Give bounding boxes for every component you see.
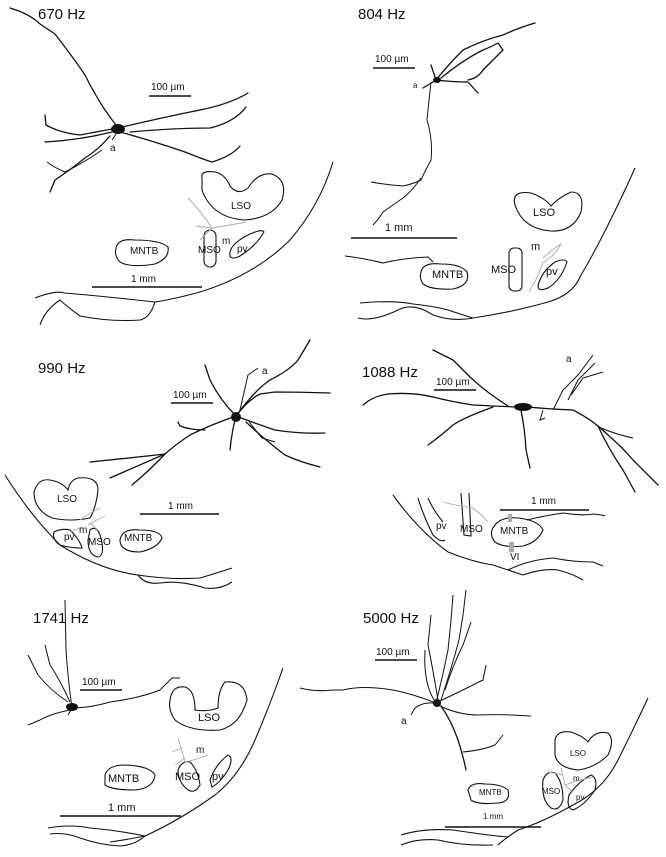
lso-label: LSO	[198, 712, 221, 724]
mntb-label: MNTB	[479, 788, 502, 797]
mso-label: MSO	[198, 245, 221, 256]
axon-label: a	[413, 81, 418, 90]
scale-bar-100um-label: 100 µm	[173, 390, 207, 401]
frequency-label: 1088 Hz	[362, 364, 418, 381]
panel-1741hz: 1741 Hz 100 µm LSO m MSO pv MNTB 1 mm	[0, 590, 334, 857]
lso-label: LSO	[57, 494, 78, 505]
frequency-label: 5000 Hz	[363, 610, 419, 627]
m-label: m	[196, 745, 205, 756]
panel-1088hz: 1088 Hz a 100 µm 1 mm pv MSO MNTB VI	[333, 330, 666, 590]
pv-label: pv	[576, 793, 585, 802]
mntb-label: MNTB	[500, 526, 529, 537]
scale-bar-100um-label: 100 µm	[375, 54, 409, 65]
mso-label: MSO	[88, 537, 111, 548]
pv-label: pv	[436, 521, 447, 532]
axon-label: a	[566, 354, 572, 365]
scale-bar-1mm-label: 1 mm	[483, 812, 503, 821]
scale-bar-1mm-label: 1 mm	[531, 496, 556, 507]
axon-label: a	[110, 143, 116, 154]
m-label: m	[573, 774, 580, 783]
pv-label: pv	[546, 266, 558, 278]
mntb-label: MNTB	[130, 246, 159, 257]
pv-label: pv	[212, 771, 224, 783]
mntb-label: MNTB	[108, 773, 140, 785]
frequency-label: 670 Hz	[38, 6, 86, 23]
m-label: m	[79, 525, 88, 536]
frequency-label: 804 Hz	[358, 6, 406, 23]
neuron-drawing-804hz	[344, 22, 636, 321]
mso-label: MSO	[491, 264, 517, 276]
neuron-drawing-5000hz	[333, 589, 649, 846]
frequency-label: 990 Hz	[38, 360, 86, 377]
mso-label: MSO	[175, 771, 201, 783]
scale-bar-1mm-label: 1 mm	[385, 222, 413, 234]
scale-bar-1mm-label: 1 mm	[108, 802, 136, 814]
neuron-drawing-670hz	[9, 7, 334, 326]
neuron-drawing-1088hz	[362, 349, 659, 581]
scale-bar-100um-label: 100 µm	[436, 377, 470, 388]
lso-label: LSO	[570, 749, 587, 758]
scale-bar-100um-label: 100 µm	[82, 677, 116, 688]
scale-bar-100um-label: 100 µm	[151, 82, 185, 93]
mso-label: MSO	[542, 787, 561, 796]
lso-label: LSO	[231, 201, 252, 212]
axon-label: a	[262, 366, 268, 377]
frequency-label: 1741 Hz	[33, 610, 89, 627]
lso-label: LSO	[533, 207, 556, 219]
mso-label: MSO	[460, 524, 483, 535]
scale-bar-100um-label: 100 µm	[376, 647, 410, 658]
m-label: m	[222, 236, 231, 247]
scale-bar-1mm-label: 1 mm	[131, 274, 156, 285]
neuron-drawing-990hz	[4, 339, 331, 589]
panel-990hz: 990 Hz a 100 µm LSO 1 mm m pv MSO MNTB	[0, 330, 333, 590]
vl-label: VI	[510, 552, 520, 563]
mntb-label: MNTB	[432, 269, 464, 281]
panel-804hz: 804 Hz 100 µm a 1 mm LSO m MSO pv MNTB	[333, 0, 666, 330]
scale-bar-1mm-label: 1 mm	[168, 501, 193, 512]
pv-label: pv	[64, 532, 75, 543]
mntb-label: MNTB	[124, 533, 153, 544]
neuron-drawing-1741hz	[27, 599, 334, 847]
panel-670hz: 670 Hz 100 µm a LSO m MSO pv MNTB 1 mm	[0, 0, 334, 330]
panel-5000hz: 5000 Hz 100 µm a LSO m MSO pv MNTB 1 mm	[333, 589, 666, 857]
axon-label: a	[401, 716, 407, 727]
m-label: m	[531, 241, 541, 253]
pv-label: pv	[237, 244, 248, 255]
